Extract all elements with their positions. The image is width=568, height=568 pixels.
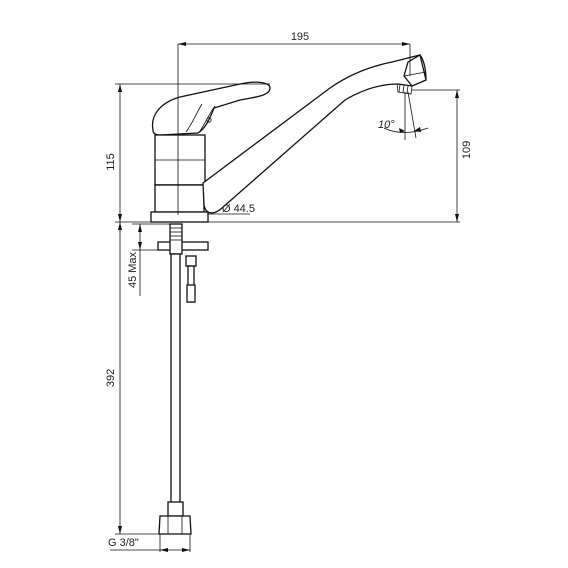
lever-screw [206,117,212,123]
spout-tip-line [403,71,427,77]
spout-tip [403,53,427,87]
connection-thread-label: G 3/8" [108,537,139,549]
spout-angle-label: 10° [378,119,395,131]
lever-handle-detail-2 [185,103,203,133]
hose-length-dimension-label: 392 [105,369,117,387]
spout [202,54,427,214]
second-pipe-end [186,284,196,303]
faucet-body-lower [154,184,205,213]
mounting-bracket [157,241,209,251]
base-plate [150,211,209,223]
hose-ferrule [167,501,184,517]
lever-handle-detail [199,105,216,132]
spout-height-dimension-label: 109 [461,141,473,159]
hose-nut [158,515,192,535]
diameter-value: 44.5 [234,203,255,215]
aerator-hatch-3 [406,85,409,94]
aerator-hatch-2 [402,84,405,94]
aerator-hatch-1 [398,84,401,93]
aerator [396,83,413,95]
shank-length-dimension-label: 45 Max [127,251,139,288]
lever-handle [151,81,271,136]
diameter-symbol: Ø [222,203,231,215]
faucet-outline [150,53,427,535]
dimension-lines [110,42,460,552]
flexible-hose [170,253,181,519]
shank-threaded [169,223,183,255]
body-height-dimension-label: 115 [105,153,117,171]
reach-dimension-label: 195 [291,31,309,43]
second-pipe-nut [185,255,197,267]
